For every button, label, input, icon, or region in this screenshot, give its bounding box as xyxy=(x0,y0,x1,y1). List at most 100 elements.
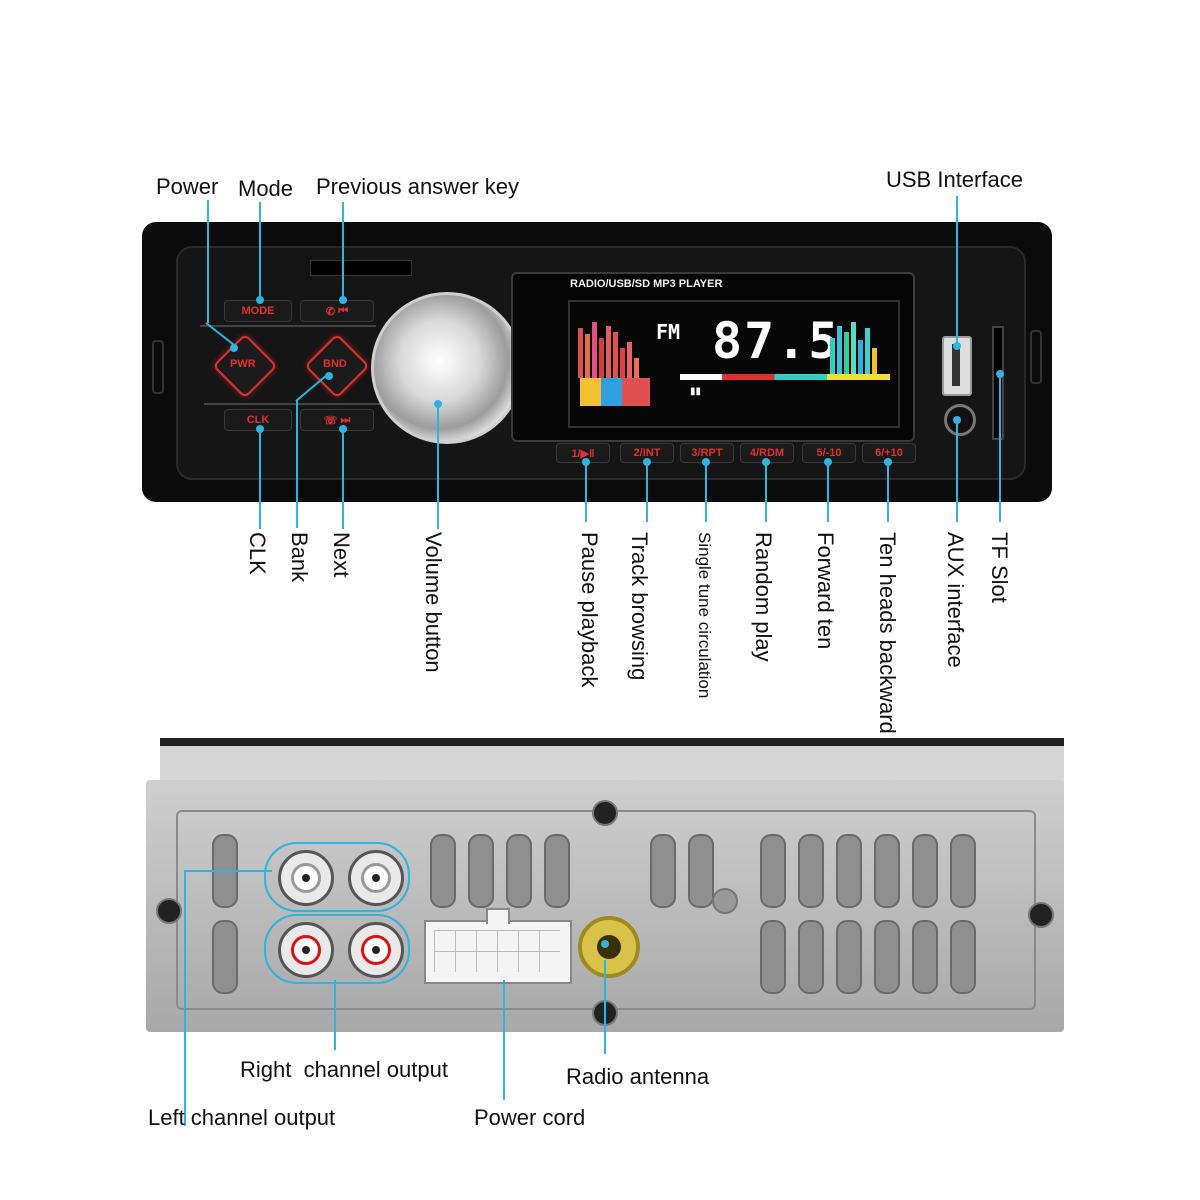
vent-slot xyxy=(760,834,786,908)
vent-slot xyxy=(798,920,824,994)
next-callout-line xyxy=(342,429,344,529)
power-label: Power xyxy=(156,174,219,199)
track-callout-line xyxy=(646,462,648,522)
vent-slot xyxy=(798,834,824,908)
vent-slot xyxy=(506,834,532,908)
volume-callout-dot xyxy=(434,400,442,408)
color-blocks xyxy=(580,378,650,406)
radio-antenna-label: Radio antenna xyxy=(566,1064,710,1089)
phone-answer-icon: ✆ xyxy=(325,305,336,318)
vent-slot xyxy=(836,834,862,908)
pause-playback-label: Pause playback xyxy=(577,532,602,688)
vent-slot xyxy=(430,834,456,908)
rca-red-group-outline xyxy=(264,914,410,984)
vent-slot xyxy=(950,920,976,994)
vent-slot xyxy=(912,920,938,994)
vent-slot xyxy=(650,834,676,908)
power-callout-line xyxy=(207,200,209,323)
single-callout-dot xyxy=(702,458,710,466)
preset-4-rdm-button[interactable]: 4/RDM xyxy=(740,443,794,463)
vent-slot xyxy=(912,834,938,908)
volume-button-label: Volume button xyxy=(421,532,446,673)
power-connector[interactable] xyxy=(424,908,572,984)
next-callout-dot xyxy=(339,425,347,433)
forward-callout-line xyxy=(827,462,829,522)
right-channel-output-label: Right channel output xyxy=(240,1057,448,1082)
bnd-button-label: BND xyxy=(323,358,347,370)
volume-knob[interactable] xyxy=(371,292,523,444)
random-play-label: Random play xyxy=(751,532,776,662)
side-notch-right xyxy=(1030,330,1042,384)
usb-interface-label: USB Interface xyxy=(886,167,1023,192)
vent-slot xyxy=(688,834,714,908)
mounting-screw xyxy=(156,898,182,924)
random-callout-line xyxy=(765,462,767,522)
next-track-icon: ⏭ xyxy=(340,413,351,426)
previous-callout-dot xyxy=(339,296,347,304)
forward-callout-dot xyxy=(824,458,832,466)
clk-label: CLK xyxy=(245,532,270,575)
antenna-socket[interactable] xyxy=(578,916,640,978)
divider-line-lower xyxy=(204,403,380,405)
vent-slot xyxy=(760,920,786,994)
aux-callout-dot xyxy=(953,416,961,424)
mode-button[interactable]: MODE xyxy=(224,300,292,322)
previous-button[interactable]: ✆ ⏮ xyxy=(300,300,374,322)
power-cord-label: Power cord xyxy=(474,1105,586,1130)
antenna-callout-dot xyxy=(601,940,609,948)
equalizer-right xyxy=(830,318,890,378)
mounting-screw xyxy=(1028,902,1054,928)
left-channel-callout-h xyxy=(184,870,272,872)
preset-5-minus10-button[interactable]: 5/-10 xyxy=(802,443,856,463)
divider-line-upper xyxy=(200,325,376,327)
vent-slot xyxy=(874,834,900,908)
volume-callout-line xyxy=(437,404,439,529)
tf-slot-label: TF Slot xyxy=(987,532,1012,603)
rca-white-group-outline xyxy=(264,842,410,912)
antenna-callout xyxy=(604,960,606,1054)
next-button[interactable]: ☏ ⏭ xyxy=(300,409,374,431)
bank-callout-dot xyxy=(325,372,333,380)
bank-callout-line xyxy=(296,400,298,528)
forward-ten-label: Forward ten xyxy=(813,532,838,650)
random-callout-dot xyxy=(762,458,770,466)
clk-callout-dot xyxy=(256,425,264,433)
usb-callout-dot xyxy=(953,342,961,350)
cd-slot xyxy=(310,260,412,276)
bank-label: Bank xyxy=(287,532,312,583)
aux-callout-line xyxy=(956,420,958,522)
equalizer-left xyxy=(578,318,648,378)
left-channel-callout-v xyxy=(184,870,186,1126)
frequency-readout: 87.5 xyxy=(712,312,841,370)
right-channel-callout xyxy=(334,980,336,1050)
side-notch-left xyxy=(152,340,164,394)
left-channel-output-label: Left channel output xyxy=(148,1105,336,1130)
mode-callout-line xyxy=(259,202,261,300)
tf-callout-line xyxy=(999,374,1001,522)
ground-screw xyxy=(712,888,738,914)
clk-callout-line xyxy=(259,429,261,529)
previous-answer-key-label: Previous answer key xyxy=(316,174,519,199)
mode-label: Mode xyxy=(238,176,294,201)
pwr-button-label: PWR xyxy=(230,358,256,370)
usb-indicator-icon: ▮▮ xyxy=(690,386,702,397)
preset-1-pause-button[interactable]: 1/▶‖ xyxy=(556,443,610,463)
track-callout-dot xyxy=(643,458,651,466)
vent-slot xyxy=(544,834,570,908)
track-browsing-label: Track browsing xyxy=(627,532,652,681)
power-callout-dot xyxy=(230,344,238,352)
power-cord-callout xyxy=(503,980,505,1100)
vent-slot xyxy=(950,834,976,908)
tenback-callout-line xyxy=(887,462,889,522)
aux-interface-label: AUX interface xyxy=(943,532,968,668)
vent-slot xyxy=(836,920,862,994)
single-tune-label: Single tune circulation xyxy=(695,532,714,699)
pause-callout-line xyxy=(585,462,587,522)
tf-card-slot[interactable] xyxy=(992,326,1004,440)
previous-track-icon: ⏮ xyxy=(338,304,349,317)
clk-button[interactable]: CLK xyxy=(224,409,292,431)
tenback-callout-dot xyxy=(884,458,892,466)
phone-hangup-icon: ☏ xyxy=(323,414,338,427)
band-indicator: FM xyxy=(656,320,681,344)
usb-port[interactable] xyxy=(942,336,972,396)
